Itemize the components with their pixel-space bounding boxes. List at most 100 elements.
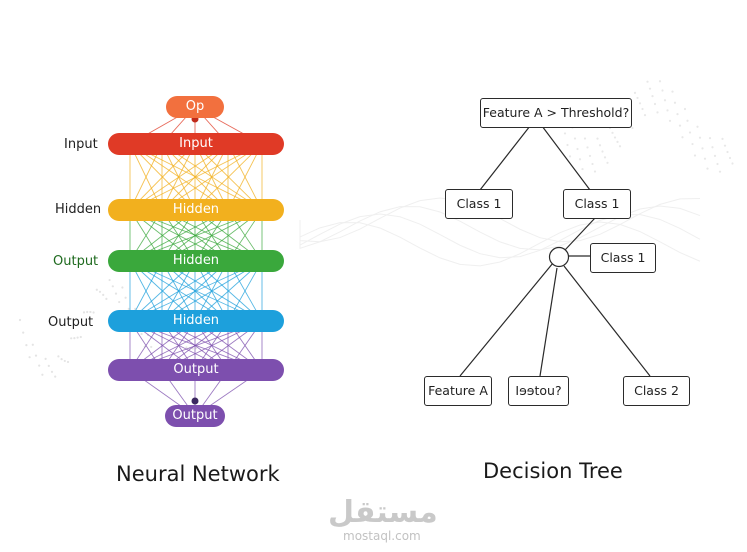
decor-dot — [671, 90, 674, 93]
decor-dot — [25, 343, 28, 347]
nn-side-label-output-2: Output — [48, 315, 94, 330]
decor-dot — [586, 146, 589, 149]
edge-root-right — [541, 125, 591, 191]
decor-dot — [76, 336, 79, 339]
decor-dot — [31, 343, 34, 346]
decor-dot — [731, 162, 734, 165]
nn-top-node: Op — [166, 96, 224, 118]
decor-dot — [656, 111, 659, 114]
edge-right-hub — [564, 217, 596, 251]
decor-dot — [34, 354, 38, 357]
tree-caption: Decision Tree — [483, 459, 623, 483]
decor-dot — [92, 311, 95, 314]
nn-side-label-hidden: Hidden — [55, 202, 102, 217]
tree-edges — [459, 125, 651, 377]
decor-dot — [593, 170, 597, 173]
decor-dot — [573, 137, 577, 140]
decor-dot — [636, 96, 639, 100]
decor-dot — [44, 357, 47, 360]
decor-dot — [583, 137, 587, 140]
decor-dot — [591, 162, 594, 166]
decor-dot — [150, 345, 153, 349]
decor-dot — [678, 124, 682, 127]
decor-dot — [86, 310, 89, 314]
decor-dot — [124, 296, 127, 299]
decor-dot — [718, 170, 722, 173]
decor-dot — [633, 91, 637, 94]
tree-leaf-question: Iɘɘtou? — [508, 376, 569, 406]
decor-dot — [50, 370, 54, 373]
decor-dot — [711, 146, 714, 149]
decor-dot — [568, 155, 572, 158]
decor-dot — [688, 131, 692, 134]
decor-dot — [643, 114, 647, 117]
nn-side-label-output-1: Output — [53, 254, 99, 269]
tree-leaf-class-2: Class 2 — [623, 376, 690, 406]
decor-dot — [668, 119, 672, 122]
decor-dot — [581, 167, 584, 171]
decor-dot — [127, 307, 130, 310]
watermark-logo-arabic: مستقل — [328, 495, 438, 530]
nn-node-dot — [191, 397, 199, 405]
nn-bottom-node: Output — [165, 405, 225, 427]
decor-dot — [606, 161, 609, 164]
decor-dot — [89, 310, 92, 314]
decor-dot — [63, 359, 66, 363]
decor-dot — [706, 167, 709, 170]
nn-layer-hidden-2: Hidden — [108, 250, 284, 272]
nn-side-label-input: Input — [64, 137, 98, 152]
decor-dot — [648, 87, 652, 90]
decor-dot — [663, 99, 667, 102]
tree-node-right-class: Class 1 — [563, 189, 631, 219]
decor-dot — [653, 102, 657, 106]
decor-dot — [681, 136, 684, 139]
decor-dot — [698, 136, 702, 139]
decor-dot — [651, 95, 654, 98]
decor-dot — [563, 132, 567, 135]
tree-node-side-class: Class 1 — [590, 243, 656, 273]
decor-dot — [726, 150, 729, 154]
decor-dot — [108, 278, 111, 282]
decor-dot — [598, 144, 602, 147]
decor-dot — [114, 292, 118, 295]
decor-dot — [721, 137, 724, 141]
decor-dot — [631, 126, 634, 130]
decor-dot — [121, 286, 124, 289]
edge-hub-leaf3 — [563, 265, 651, 377]
decor-dot — [140, 332, 143, 336]
decor-dot — [603, 156, 607, 159]
decor-dot — [638, 102, 642, 105]
decor-dot — [54, 375, 57, 378]
decor-dot — [41, 373, 44, 376]
decor-dot — [28, 356, 31, 359]
decor-dot — [666, 109, 669, 112]
edge-hub-leaf2 — [539, 267, 558, 377]
decor-dot — [693, 154, 697, 157]
decor-wave — [299, 221, 701, 267]
decor-dot — [708, 137, 712, 140]
decor-dot — [111, 285, 114, 288]
decor-dot — [661, 89, 664, 92]
nn-layer-output: Output — [108, 359, 284, 381]
decor-dot — [566, 143, 569, 147]
decor-dot — [578, 158, 582, 161]
decor-dot — [596, 137, 599, 140]
decor-dot — [613, 136, 617, 139]
decor-dot — [683, 107, 687, 111]
decor-dot — [66, 360, 70, 364]
decor-dot — [716, 162, 719, 166]
decor-dot — [73, 337, 76, 340]
nn-caption: Neural Network — [116, 462, 280, 486]
decor-dot — [646, 80, 649, 83]
decor-dot — [601, 150, 604, 153]
decor-dot — [47, 364, 50, 367]
decor-dot — [728, 156, 732, 160]
decor-dot — [723, 144, 727, 147]
decor-dot — [38, 364, 41, 367]
edge-hub-leaf1 — [459, 262, 554, 377]
decor-dot — [185, 346, 188, 349]
decor-dot — [713, 154, 717, 157]
decor-dot — [79, 335, 82, 339]
edge-root-left — [479, 125, 531, 191]
tree-node-left-class: Class 1 — [445, 189, 513, 219]
